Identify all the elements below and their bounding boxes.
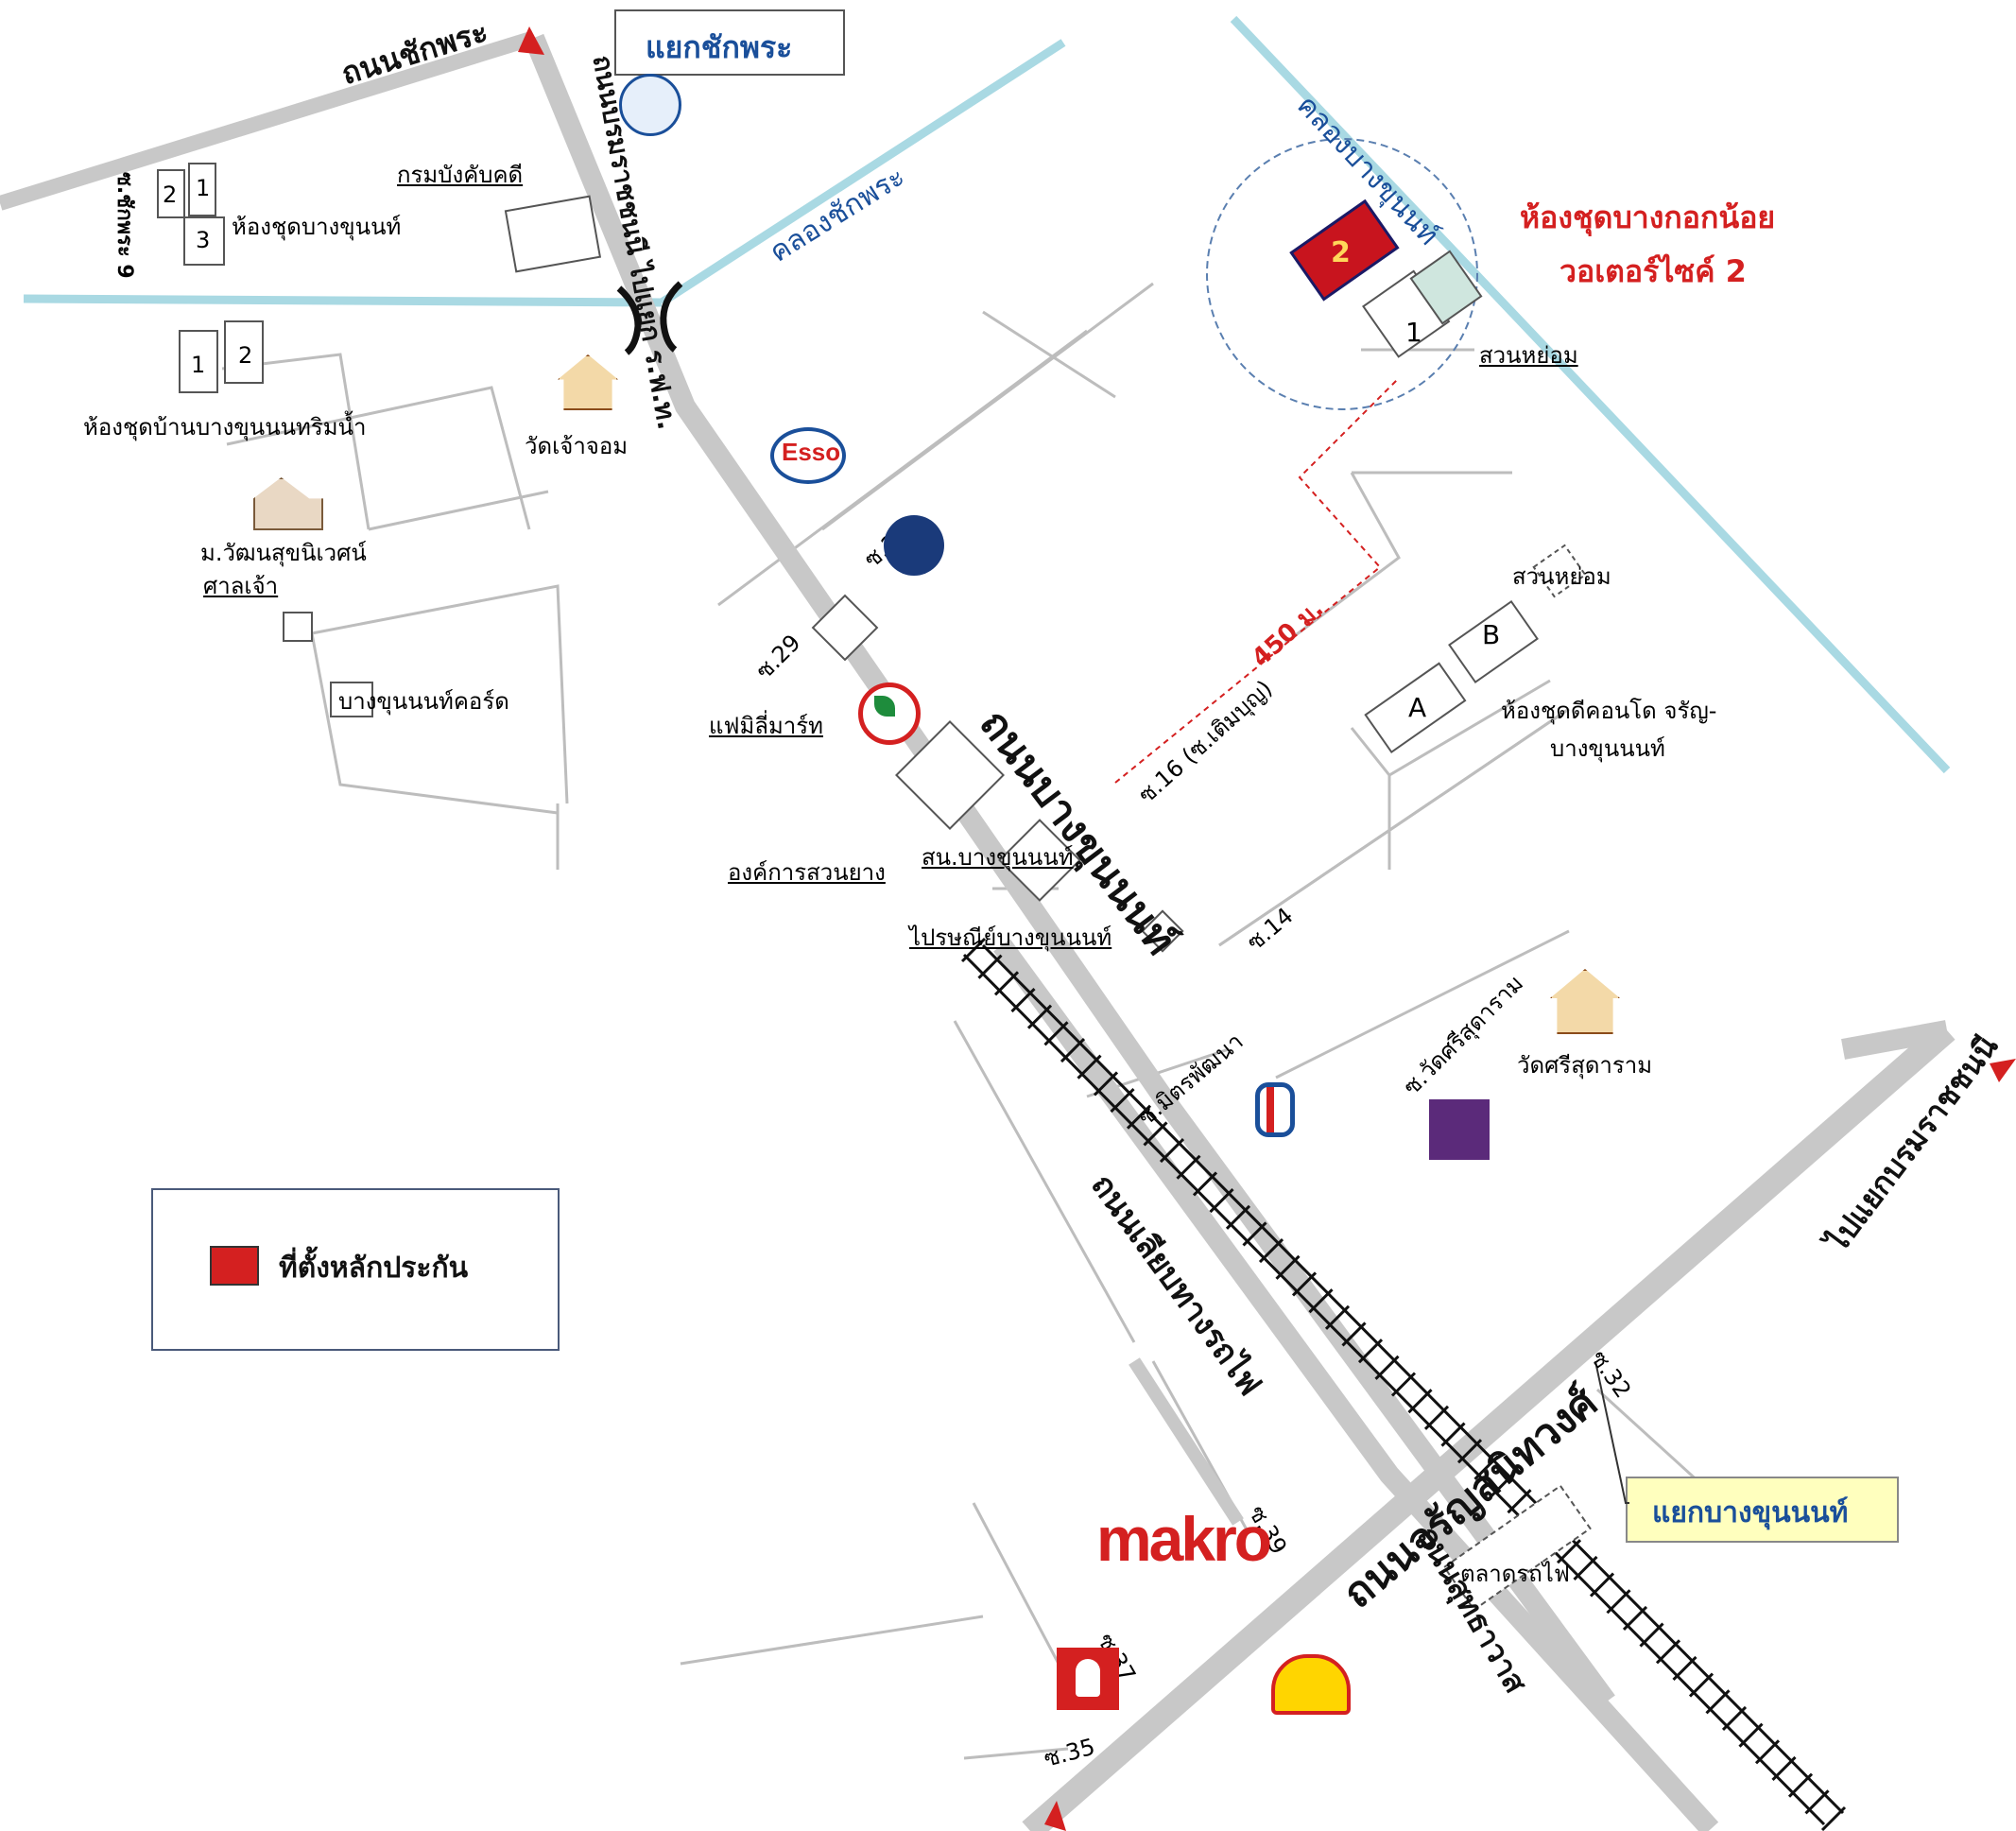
railway-tie [977,954,1003,979]
canals [23,15,1951,774]
north-arrow-marker [518,26,544,55]
railway-tie [1655,1639,1681,1665]
railway-tie [1308,1288,1334,1314]
south-arrow-marker [1044,1801,1066,1831]
railway-tie [1606,1589,1631,1615]
railway-tie [1341,1321,1367,1347]
railway-tie [1705,1689,1731,1715]
railway-tie [1242,1221,1267,1247]
railway-tie [1209,1188,1234,1214]
minor-streets [221,282,1703,1760]
railway-tie [1324,1304,1351,1330]
bridge-icon [616,281,683,355]
railway-tie [1456,1439,1483,1464]
railway-tie [1357,1339,1384,1364]
railway-tie [1721,1705,1748,1732]
railway-tie [1110,1087,1135,1114]
railway-tie [1556,1539,1582,1564]
railway-tie [1159,1138,1185,1164]
railway-tie [960,937,987,963]
railway-tie [1225,1204,1251,1230]
railway-tie [1077,1054,1102,1080]
railway-tie [1771,1755,1797,1782]
railway-tie [1374,1355,1400,1380]
railway-tie [1126,1104,1152,1130]
main-roads [0,30,1956,1831]
railway-tie [1473,1455,1499,1480]
railway-tie [1258,1238,1284,1264]
railway-tie [1507,1489,1532,1514]
railway [960,937,1847,1831]
railway-tie [1738,1722,1764,1748]
railway-tie [1192,1171,1218,1197]
railway-tie [1093,1071,1119,1097]
railway-tie [1688,1672,1714,1698]
railway-tie [1490,1472,1516,1497]
railway-tie [1573,1555,1598,1581]
railway-tie [1390,1372,1417,1397]
railway-tie [1820,1805,1847,1831]
railway-tie [1672,1655,1697,1682]
railway-tie [993,971,1020,996]
railway-tie [1440,1422,1466,1447]
railway-tie [1423,1405,1450,1430]
railway-tie [1275,1254,1301,1280]
railway-tie [1176,1154,1201,1180]
railway-tie [1010,987,1036,1013]
railway-tie [1060,1037,1086,1063]
railway-tie [1143,1121,1168,1147]
railway-tie [1639,1622,1664,1648]
east-arrow-marker [1990,1059,2016,1082]
railway-tie [1043,1021,1069,1046]
target-radius [1206,138,1478,410]
distance-route [1114,377,1400,784]
buildings [157,163,1592,1612]
railway-tie [1589,1572,1615,1598]
railway-tie [1026,1004,1053,1029]
railway-tie [1407,1389,1433,1414]
railway-tie [1804,1789,1830,1815]
railway-tie [1754,1739,1781,1765]
railway-tie [1622,1605,1648,1631]
railway-tie [1291,1271,1318,1297]
railway-tie [1787,1772,1814,1798]
